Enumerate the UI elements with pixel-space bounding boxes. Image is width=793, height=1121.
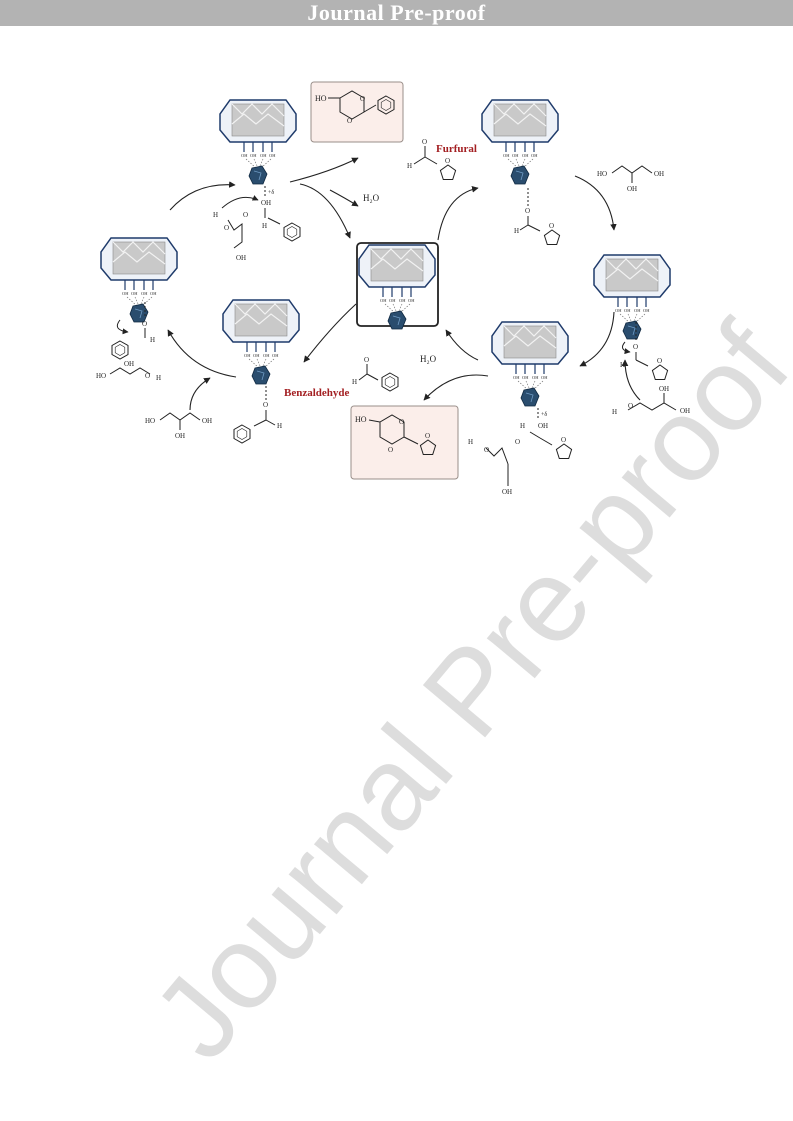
catalyst-pod-bottom-right (491, 321, 569, 407)
label-water-top: H₂O (363, 193, 380, 203)
label-water-bottom: H₂O (420, 354, 437, 364)
svg-text:O: O (360, 95, 365, 103)
svg-text:H: H (352, 378, 357, 386)
svg-text:O: O (145, 372, 150, 380)
svg-text:H: H (468, 438, 473, 446)
svg-text:OH: OH (236, 254, 246, 262)
arrow-glycerol-in-left (189, 377, 211, 411)
svg-text:HO: HO (96, 372, 106, 380)
svg-text:H: H (150, 336, 155, 344)
svg-text:OH: OH (502, 488, 512, 496)
svg-text:O: O (347, 117, 352, 125)
catalyst-pod-left (100, 237, 178, 323)
svg-text:O: O (399, 418, 404, 426)
journal-header-bar: Journal Pre-proof (0, 0, 793, 26)
svg-text:HO: HO (145, 417, 155, 425)
svg-text:H: H (620, 361, 625, 369)
svg-text:H: H (213, 211, 218, 219)
product-box-furfural (350, 405, 459, 480)
svg-text:O: O (142, 320, 147, 328)
svg-text:OH: OH (124, 360, 134, 368)
catalyst-pod-bottom-left (222, 299, 300, 385)
svg-text:OH: OH (261, 199, 271, 207)
svg-text:O: O (224, 224, 229, 232)
svg-text:OH: OH (654, 170, 664, 178)
arrow-bottomleft-to-left (167, 329, 237, 378)
svg-text:HO: HO (355, 415, 367, 424)
svg-text:HO: HO (597, 170, 607, 178)
svg-text:O: O (364, 356, 369, 364)
arrow-water-top (329, 189, 359, 207)
catalyst-pod-top-right (481, 99, 559, 185)
product-box-benzaldehyde (310, 81, 404, 143)
svg-text:O: O (243, 211, 248, 219)
svg-text:+δ: +δ (541, 412, 547, 418)
svg-text:OH: OH (627, 185, 637, 193)
svg-text:OH: OH (538, 422, 548, 430)
journal-header-title: Journal Pre-proof (307, 0, 486, 25)
svg-text:OH: OH (680, 407, 690, 415)
arrow-center-to-topright (437, 186, 479, 241)
svg-text:O: O (633, 343, 638, 351)
svg-text:O: O (628, 402, 633, 410)
arrow-release-product-bottom (423, 374, 489, 401)
svg-text:OH: OH (202, 417, 212, 425)
arrow-right-to-bottomright (579, 311, 615, 367)
label-benzaldehyde: Benzaldehyde (284, 387, 350, 399)
svg-text:O: O (525, 207, 530, 215)
arrow-left-to-topleft (169, 181, 236, 211)
arrow-release-product-top (289, 157, 359, 183)
svg-text:O: O (388, 446, 393, 454)
svg-text:H: H (407, 162, 412, 170)
svg-text:OH: OH (659, 385, 669, 393)
svg-text:H: H (277, 422, 282, 430)
label-furfural: Furfural (436, 143, 477, 155)
svg-text:O: O (263, 401, 268, 409)
svg-text:H: H (612, 408, 617, 416)
svg-text:O: O (484, 446, 489, 454)
watermark-text: Journal Pre-proof (127, 299, 793, 1084)
svg-text:HO: HO (315, 94, 327, 103)
svg-text:+δ: +δ (268, 190, 274, 196)
svg-text:H: H (520, 422, 525, 430)
arrow-bottomright-to-center (445, 329, 479, 361)
arrow-to-center-from-top (299, 183, 351, 239)
catalyst-pod-right (593, 254, 671, 340)
arrow-topright-to-right (574, 175, 617, 231)
svg-text:H: H (262, 222, 267, 230)
arrow-glycerol-in-right (621, 359, 641, 401)
svg-text:O: O (422, 138, 427, 146)
reaction-mechanism-diagram: OH OH OH OH O HO O O (96, 81, 690, 496)
svg-text:H: H (156, 374, 161, 382)
svg-text:O: O (515, 438, 520, 446)
catalyst-pod-top-left (219, 99, 297, 185)
arrow-center-to-bottomleft (303, 303, 357, 363)
svg-text:H: H (514, 227, 519, 235)
svg-text:OH: OH (175, 432, 185, 440)
